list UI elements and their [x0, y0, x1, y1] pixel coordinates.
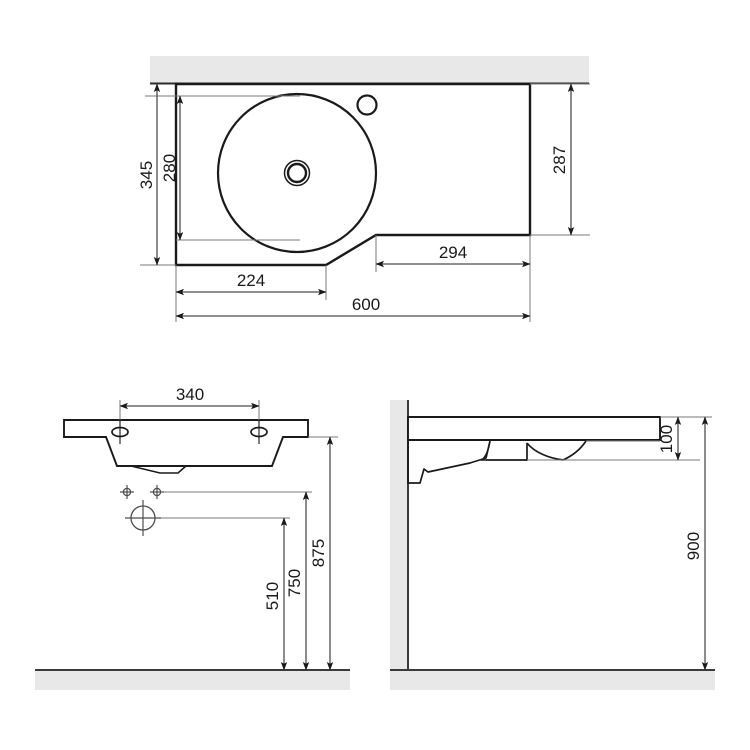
dim-280-label: 280 [160, 154, 179, 182]
dim-600: 600 [175, 295, 531, 320]
side-section-view: 100 900 [390, 400, 715, 690]
right-fixing-hole [250, 420, 268, 444]
dim-224: 224 [175, 271, 327, 296]
dim-510-label: 510 [263, 582, 282, 610]
dim-340: 340 [119, 385, 260, 410]
bracket-marker-left [120, 485, 134, 499]
dim-280: 280 [160, 95, 184, 241]
dim-100-label: 100 [657, 425, 676, 453]
bowl-circle [216, 92, 378, 254]
dim-875: 875 [309, 436, 334, 671]
left-fixing-hole [111, 420, 129, 444]
front-elevation-view: 340 875 750 510 [35, 385, 350, 690]
top-view: 345 280 287 294 224 600 [137, 56, 590, 322]
dim-900: 900 [684, 416, 709, 671]
overflow-slot [130, 465, 187, 474]
dim-750: 750 [285, 491, 310, 671]
dim-875-label: 875 [309, 539, 328, 567]
dim-287-label: 287 [550, 146, 569, 174]
drain-hole [283, 159, 311, 187]
dim-224-label: 224 [237, 271, 265, 290]
dim-510: 510 [263, 517, 288, 671]
dim-294-label: 294 [439, 243, 467, 262]
dim-287: 287 [550, 83, 575, 236]
waste-outlet-marker [125, 500, 161, 536]
side-wall-band [390, 400, 409, 690]
dim-900-label: 900 [684, 532, 703, 560]
dim-750-label: 750 [285, 569, 304, 597]
wall-band [150, 56, 589, 85]
floor-band [35, 669, 350, 690]
side-floor-band [390, 669, 715, 690]
dim-345: 345 [137, 83, 161, 266]
basin-top-slab [407, 416, 661, 441]
dim-294: 294 [375, 243, 531, 268]
tap-hole [356, 94, 378, 116]
dim-340-label: 340 [176, 385, 204, 404]
dim-345-label: 345 [137, 161, 156, 189]
dim-100: 100 [657, 416, 682, 461]
dim-600-label: 600 [352, 295, 380, 314]
bracket-marker-right [150, 485, 164, 499]
